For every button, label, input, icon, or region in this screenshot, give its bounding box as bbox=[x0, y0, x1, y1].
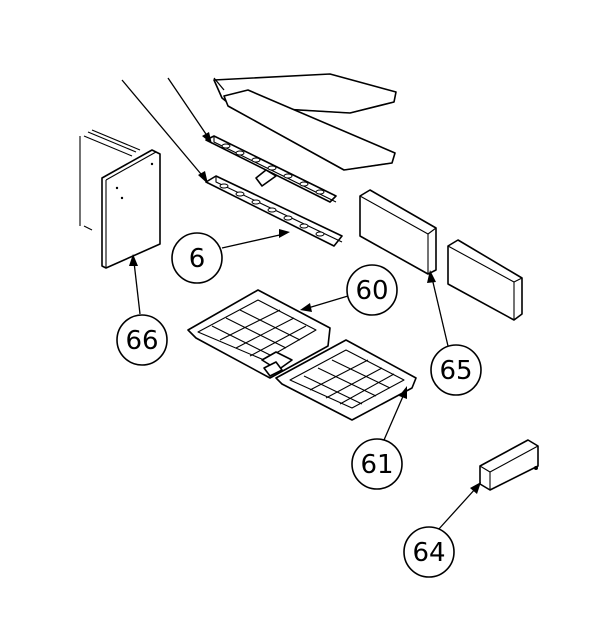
firebrick-left bbox=[359, 189, 437, 275]
firebrick-right bbox=[447, 239, 523, 321]
small-block bbox=[479, 439, 539, 491]
side-panel bbox=[101, 149, 161, 269]
top-boards bbox=[213, 73, 397, 171]
lower-slotted-bracket bbox=[205, 175, 343, 247]
callout-66: 66 bbox=[116, 314, 168, 366]
callout-60-label: 60 bbox=[355, 276, 388, 306]
callout-61-label: 61 bbox=[360, 450, 393, 480]
grate-bars bbox=[211, 309, 307, 357]
callout-60: 60 bbox=[346, 264, 398, 316]
upper-slotted-bracket bbox=[205, 135, 337, 203]
callout-64-label: 64 bbox=[412, 538, 445, 568]
callout-64: 64 bbox=[403, 526, 455, 578]
callout-6: 6 bbox=[171, 232, 223, 284]
grate-right bbox=[263, 339, 417, 421]
leader-lines bbox=[129, 229, 481, 531]
callout-66-label: 66 bbox=[125, 326, 158, 356]
callout-6-label: 6 bbox=[189, 244, 206, 274]
bracket-slots bbox=[221, 143, 325, 195]
side-rods bbox=[79, 129, 141, 231]
callout-65: 65 bbox=[430, 344, 482, 396]
grate-left bbox=[187, 289, 331, 379]
callout-65-label: 65 bbox=[439, 356, 472, 386]
callout-61: 61 bbox=[351, 438, 403, 490]
